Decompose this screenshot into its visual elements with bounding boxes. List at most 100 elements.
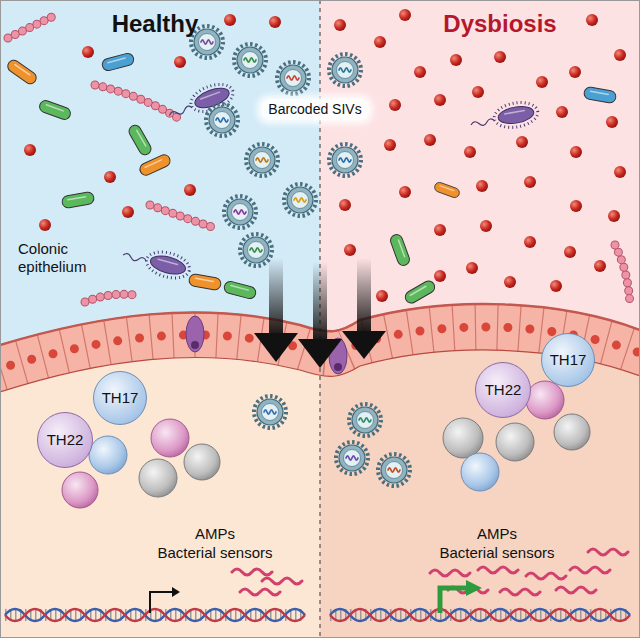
immune-cell — [151, 419, 189, 457]
t-cell-circle: TH17 — [93, 371, 147, 425]
bacteria — [120, 242, 192, 283]
metabolite-dot — [564, 246, 576, 258]
immune-cell — [526, 381, 564, 419]
t-cell-circle: TH22 — [475, 362, 531, 418]
bacteria — [150, 205, 215, 228]
gene-label: Bacterial sensors — [439, 544, 554, 562]
metabolite-dot — [104, 171, 116, 183]
mrna-transcript — [232, 549, 628, 595]
metabolite-dot — [24, 9, 626, 302]
promoter-arrow — [172, 587, 180, 597]
t-cell-circle: TH22 — [37, 412, 93, 468]
metabolite-dot — [494, 51, 506, 63]
metabolite-dot — [608, 210, 620, 222]
bacteria — [85, 294, 135, 302]
gene-label: AMPs — [195, 525, 235, 543]
entry-arrow — [342, 331, 386, 359]
bacteria — [95, 85, 178, 118]
metabolite-dot — [39, 219, 51, 231]
metabolite-dot — [464, 146, 476, 158]
promoter-arrow — [150, 592, 172, 613]
barcoded-virion — [234, 44, 266, 76]
barcoded-virion — [336, 442, 368, 474]
immune-cell — [139, 459, 177, 497]
mrna-transcript — [526, 573, 566, 579]
bacteria — [8, 14, 58, 38]
entry-arrow — [254, 258, 386, 368]
mrna-transcript — [478, 567, 518, 573]
metabolite-dot — [184, 184, 196, 196]
metabolite-dot — [389, 99, 401, 111]
metabolite-dot — [504, 276, 516, 288]
bacteria — [38, 99, 72, 121]
immune-cell — [554, 414, 590, 450]
barcoded-virion — [349, 404, 381, 436]
metabolite-dot — [374, 36, 386, 48]
cell-label: TH17 — [550, 351, 587, 368]
metabolite-dot — [414, 66, 426, 78]
metabolite-dot — [614, 49, 626, 61]
bacteria — [127, 123, 153, 157]
metabolite-dot — [384, 139, 396, 151]
bacteria — [138, 153, 172, 177]
bacteria — [150, 205, 215, 228]
metabolite-dot — [399, 9, 411, 21]
t-cell-circle: TH17 — [541, 333, 595, 387]
metabolite-dot — [524, 176, 536, 188]
mrna-transcript — [588, 549, 628, 555]
entry-arrow — [357, 258, 371, 332]
mrna-transcript — [240, 589, 280, 595]
metabolite-dot — [434, 224, 446, 236]
barcoded-virion — [329, 144, 361, 176]
dna-helix — [330, 609, 630, 621]
panel-heading: Dysbiosis — [443, 10, 556, 39]
bacteria — [95, 85, 178, 118]
colonic-epithelium — [334, 363, 342, 371]
dna-helix — [5, 609, 305, 621]
metabolite-dot — [434, 94, 446, 106]
entry-arrow — [298, 339, 342, 368]
dna-helix — [5, 609, 305, 621]
bacteria — [101, 52, 135, 72]
colonic-epithelium — [186, 316, 204, 352]
bacteria — [8, 14, 630, 305]
metabolite-dot — [434, 270, 446, 282]
bacteria — [469, 99, 540, 134]
gene-label: Bacterial sensors — [157, 544, 272, 562]
immune-cell — [184, 444, 220, 480]
metabolite-dot — [480, 220, 492, 232]
cell-label: TH22 — [485, 381, 522, 398]
metabolite-dot — [334, 19, 346, 31]
barcoded-virion — [284, 184, 316, 216]
immune-cell — [443, 418, 483, 458]
metabolite-dot — [476, 180, 488, 192]
barcoded-virion — [329, 54, 361, 86]
bacteria — [61, 191, 95, 208]
metabolite-dot — [399, 186, 411, 198]
metabolite-dot — [344, 244, 356, 256]
panel-heading: Healthy — [112, 10, 199, 39]
bacteria — [615, 245, 630, 305]
promoter-arrow — [440, 588, 468, 613]
virus-label: Barcoded SIVs — [261, 99, 368, 120]
metabolite-dot — [339, 199, 351, 211]
gene-label: AMPs — [477, 525, 517, 543]
metabolite-dot — [224, 14, 236, 26]
entry-arrow — [269, 258, 283, 334]
metabolite-dot — [174, 56, 186, 68]
dna-helix — [5, 609, 305, 621]
bacteria — [433, 181, 460, 199]
promoter-arrow — [466, 580, 482, 596]
mrna-transcript — [556, 587, 596, 593]
metabolite-dot — [466, 262, 478, 274]
metabolite-dot — [536, 76, 548, 88]
metabolite-dot — [556, 106, 568, 118]
metabolite-dot — [450, 54, 462, 66]
metabolite-dot — [376, 290, 388, 302]
immune-cell — [496, 423, 534, 461]
mrna-transcript — [500, 589, 540, 595]
